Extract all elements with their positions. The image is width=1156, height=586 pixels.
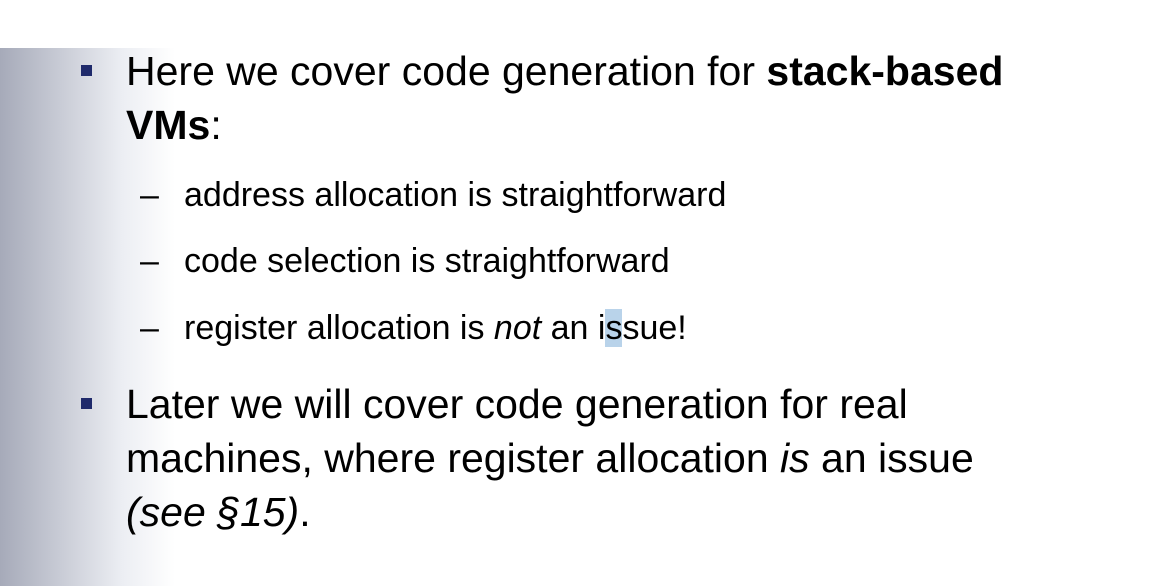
side-gradient-decoration <box>0 48 175 586</box>
bullet-1-line-2: VMs: <box>126 98 222 152</box>
sub-bullet-code-selection: code selection is straightforward <box>184 242 670 280</box>
bullet-1-line-1: Here we cover code generation for stack-… <box>126 44 1003 98</box>
bullet-2-line-3: (see §15). <box>126 489 311 535</box>
bullet-1-text: Here we cover code generation for <box>126 48 767 94</box>
italic-section-ref: (see §15) <box>126 489 300 535</box>
bullet-2-line-2: machines, where register allocation is a… <box>126 435 974 481</box>
bullet-2-line-1: Later we will cover code generation for … <box>126 381 908 427</box>
bullet-1-bold-vms: VMs <box>126 102 211 148</box>
sub-bullet-register-allocation: register allocation is not an issue! <box>184 309 687 347</box>
bullet-square-icon <box>81 65 92 76</box>
sub-bullet-dash: – <box>140 242 159 280</box>
text-selection-highlight[interactable]: s <box>605 309 623 347</box>
sub-bullet-dash: – <box>140 176 159 214</box>
sub-bullet-dash: – <box>140 309 159 347</box>
bullet-1-colon: : <box>210 102 222 148</box>
sub-bullet-address-allocation: address allocation is straightforward <box>184 176 727 214</box>
bullet-square-icon <box>81 398 92 409</box>
italic-not: not <box>493 309 542 347</box>
bullet-1-bold-text: stack-based <box>766 48 1004 94</box>
italic-is: is <box>780 435 810 481</box>
